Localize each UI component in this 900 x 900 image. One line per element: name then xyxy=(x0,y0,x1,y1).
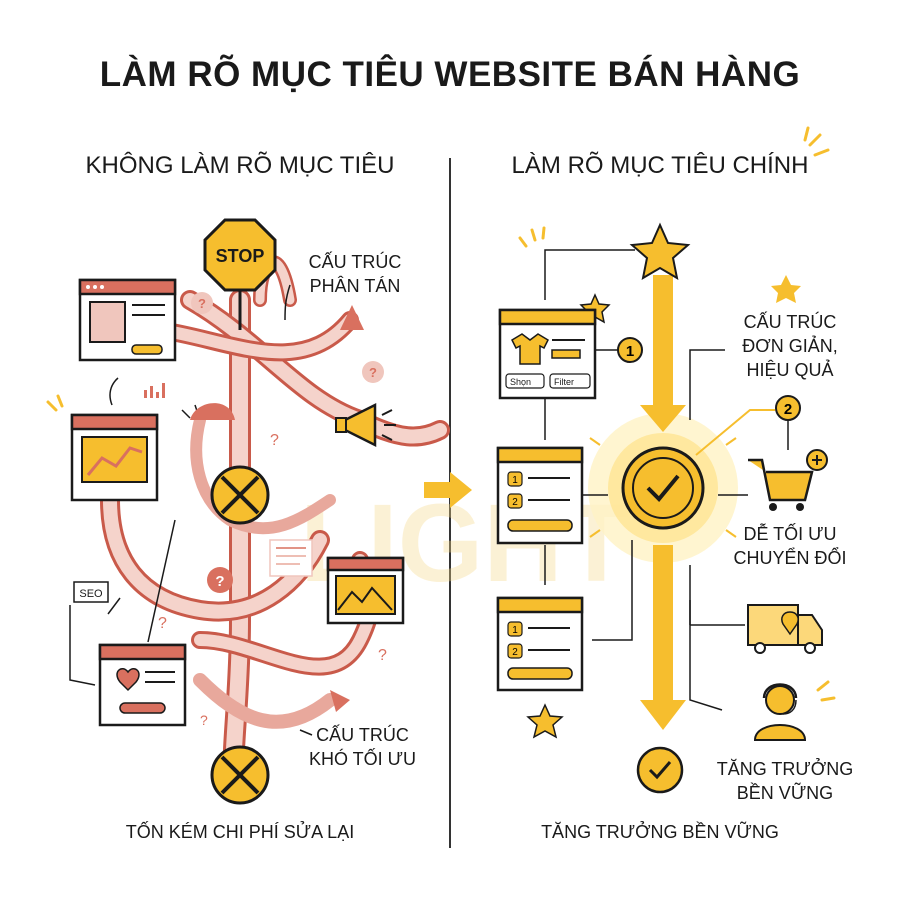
svg-text:?: ? xyxy=(215,573,224,590)
svg-text:SEO: SEO xyxy=(79,588,103,600)
svg-text:1: 1 xyxy=(626,343,634,360)
browser-window-heart-icon xyxy=(98,643,187,727)
browser-window-image-icon xyxy=(326,556,405,625)
delivery-truck-icon xyxy=(747,604,823,654)
label-easy-conversion: DỄ TỐI ƯU CHUYỂN ĐỔI xyxy=(733,524,847,568)
svg-text:2: 2 xyxy=(784,401,792,418)
star-icon xyxy=(526,703,564,739)
star-icon xyxy=(771,275,801,303)
question-bubble-2: ? xyxy=(362,361,384,383)
blocked-icon-1 xyxy=(210,465,270,525)
question-bubble-1: ? xyxy=(191,292,213,314)
label-hard-structure: CẤU TRÚC KHÓ TỐI ƯU xyxy=(308,725,417,769)
red-burst xyxy=(190,403,235,420)
seo-tag-icon: SEO xyxy=(73,581,109,603)
svg-text:1: 1 xyxy=(512,475,518,486)
bottom-check-icon xyxy=(636,746,684,794)
shop-dropdown: Shọn xyxy=(510,377,531,387)
support-agent-icon xyxy=(753,683,807,741)
left-heading: KHÔNG LÀM RÕ MỤC TIÊU xyxy=(85,152,395,179)
svg-text:2: 2 xyxy=(512,647,518,658)
filter-dropdown: Filter xyxy=(554,377,574,387)
blocked-icon-2 xyxy=(210,745,270,805)
label-simple-structure: CẤU TRÚC ĐƠN GIẢN, HIỆU QUẢ xyxy=(742,312,838,380)
right-footer: TĂNG TRƯỞNG BỀN VỮNG xyxy=(541,822,779,842)
list-window-icon: 1 2 xyxy=(496,596,584,692)
label-scattered-structure: CẤU TRÚC PHÂN TÁN xyxy=(308,252,402,296)
svg-text:?: ? xyxy=(369,365,377,380)
svg-text:1: 1 xyxy=(512,625,518,636)
star-icon xyxy=(629,222,691,280)
bar-chart-icon xyxy=(144,383,165,398)
stop-sign-icon: STOP xyxy=(203,218,277,292)
browser-window-chart-icon xyxy=(70,413,159,502)
label-sustainable-growth: TĂNG TRƯỞNG BỀN VỮNG xyxy=(716,759,854,803)
list-window-icon: 1 2 xyxy=(496,446,584,545)
red-arrow-down xyxy=(330,690,350,712)
red-arrow-up xyxy=(340,305,364,330)
shopping-cart-icon xyxy=(748,449,828,511)
step-2-badge: 2 xyxy=(775,395,801,421)
shop-window-icon: Shọn Filter xyxy=(498,308,597,400)
question-mark: ? xyxy=(270,432,279,449)
tangled-road-6 xyxy=(193,673,337,729)
question-mark: ? xyxy=(200,712,208,728)
browser-window-layout-icon xyxy=(78,278,177,362)
svg-text:?: ? xyxy=(198,296,206,311)
right-heading: LÀM RÕ MỤC TIÊU CHÍNH xyxy=(511,152,809,179)
transition-arrow-icon xyxy=(424,472,472,508)
tshirt-icon xyxy=(511,333,549,365)
megaphone-icon xyxy=(335,402,396,448)
question-mark: ? xyxy=(158,615,167,632)
check-badge-icon xyxy=(621,446,705,530)
right-diagram: Shọn Filter 1 1 2 1 2 2 xyxy=(496,126,836,794)
step-1-badge: 1 xyxy=(617,337,643,363)
svg-text:2: 2 xyxy=(512,497,518,508)
question-mark: ? xyxy=(378,647,387,664)
left-footer: TỐN KÉM CHI PHÍ SỬA LẠI xyxy=(125,822,355,842)
stop-text: STOP xyxy=(216,246,265,266)
document-icon xyxy=(269,539,313,577)
question-bubble-3: ? xyxy=(207,567,233,593)
page-title: LÀM RÕ MỤC TIÊU WEBSITE BÁN HÀNG xyxy=(99,55,801,94)
